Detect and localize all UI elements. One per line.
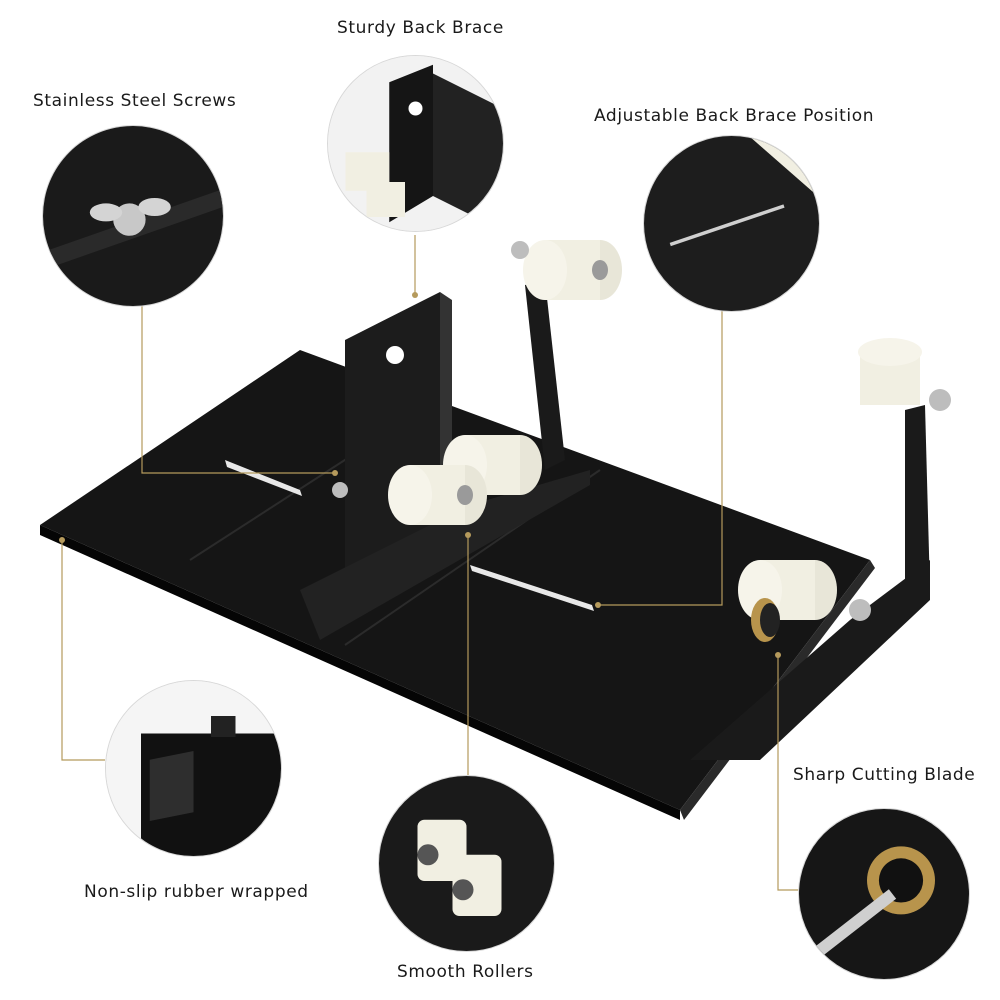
- adjustable-slot-detail-image: [644, 136, 819, 311]
- leader-lines: [61, 235, 800, 891]
- roller-middle-front: [388, 465, 487, 525]
- rollers-detail-image: [379, 776, 554, 951]
- callout-non-slip-rubber: Non-slip rubber wrapped: [84, 882, 309, 902]
- detail-circle-rollers: [378, 775, 555, 952]
- cutting-blade: [751, 598, 780, 642]
- base-plate-edge: [40, 525, 680, 820]
- callout-stainless-steel-screws: Stainless Steel Screws: [33, 91, 237, 111]
- detail-circle-screws: [42, 125, 224, 307]
- wing-nut-detail-image: [43, 126, 223, 306]
- slot-right: [470, 565, 594, 611]
- base-plate: [40, 350, 870, 810]
- callout-adjustable-back-brace-position: Adjustable Back Brace Position: [594, 106, 875, 126]
- slot-left: [225, 460, 302, 496]
- roller-top-left: [523, 240, 622, 300]
- blade-detail-image: [799, 809, 969, 979]
- callout-smooth-rollers: Smooth Rollers: [397, 962, 534, 982]
- detail-circle-back-brace: [327, 55, 504, 232]
- back-brace-detail-image: [328, 56, 503, 231]
- rubber-foot-detail-image: [106, 681, 281, 856]
- callout-sharp-cutting-blade: Sharp Cutting Blade: [793, 765, 976, 785]
- roller-arm-right: [905, 405, 930, 600]
- callout-sturdy-back-brace: Sturdy Back Brace: [337, 18, 504, 38]
- roller-top-right: [858, 338, 922, 405]
- roller-arm-left: [525, 280, 565, 470]
- roller-bottom-right: [738, 560, 837, 620]
- back-brace-hole: [386, 346, 404, 364]
- brace-foot: [300, 470, 590, 640]
- detail-circle-rubber: [105, 680, 282, 857]
- detail-circle-blade: [798, 808, 970, 980]
- roller-middle-back: [443, 435, 542, 495]
- detail-circle-adjustable: [643, 135, 820, 312]
